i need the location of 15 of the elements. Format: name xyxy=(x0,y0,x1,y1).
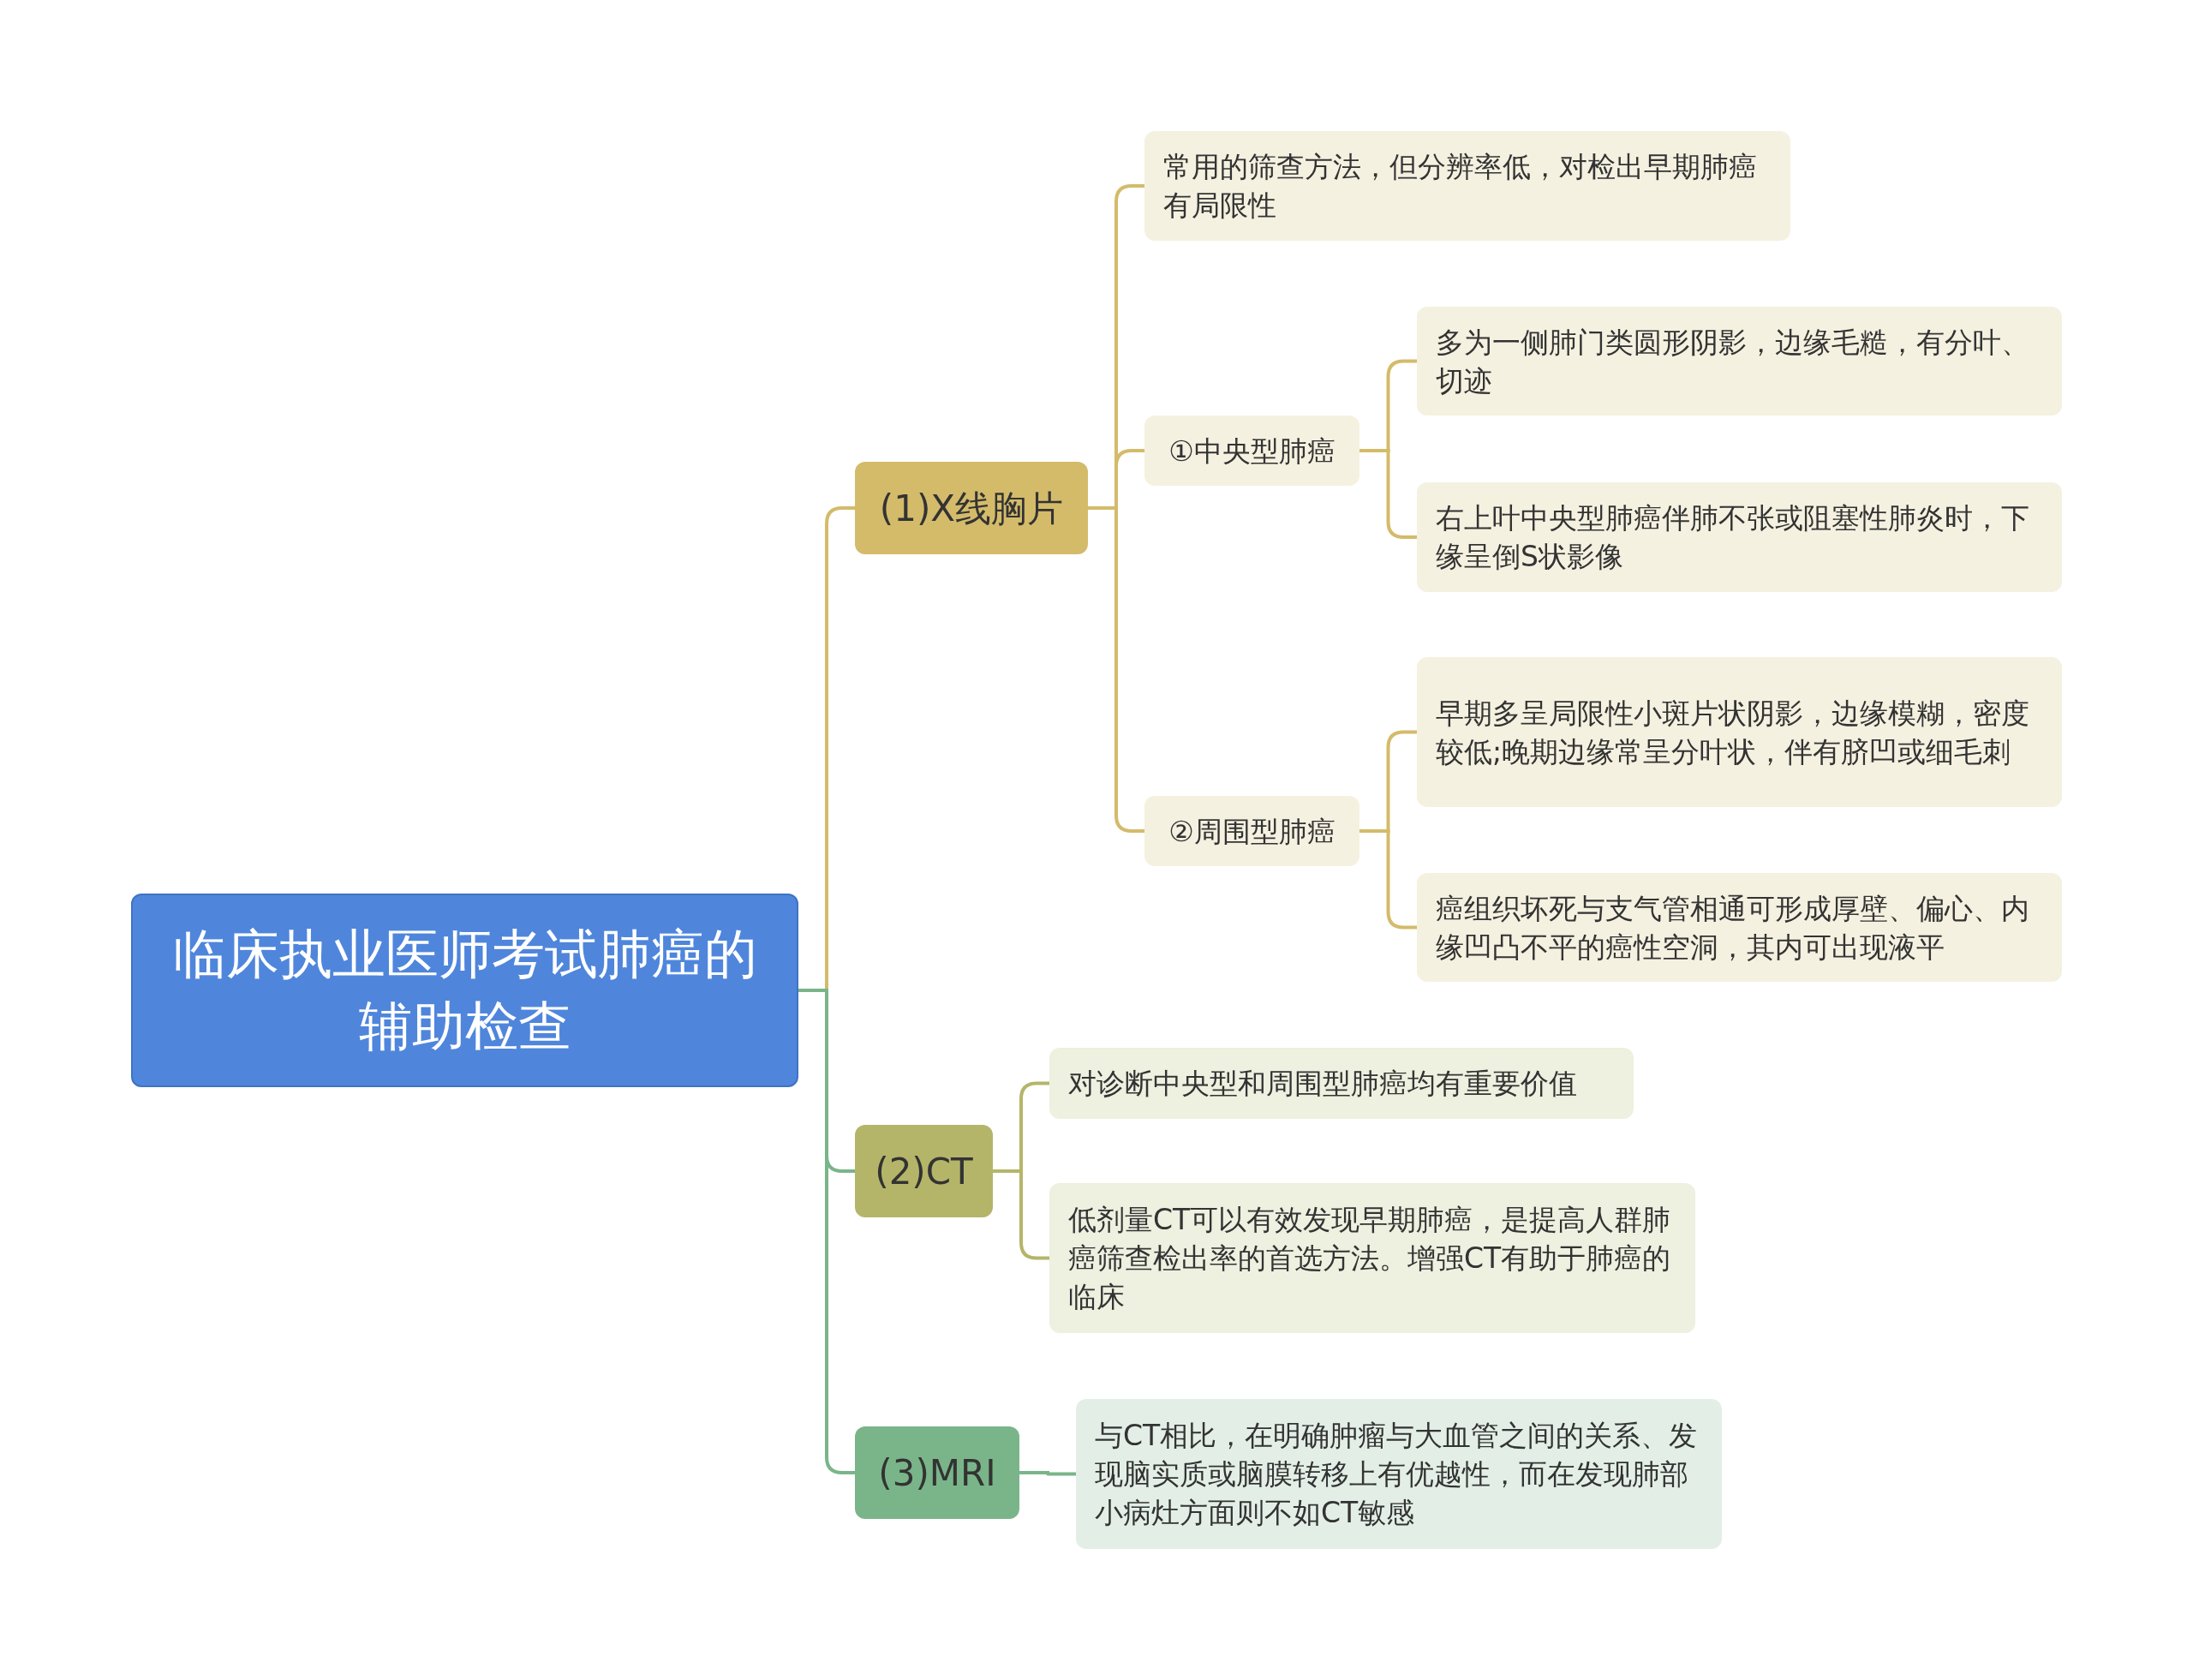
detail-box: 与CT相比，在明确肿瘤与大血管之间的关系、发现脑实质或脑膜转移上有优越性，而在发现肺部小病灶方面则不如CT敏感 xyxy=(1076,1399,1722,1549)
subtopic-box: ②周围型肺癌 xyxy=(1144,796,1359,866)
detail-box: 低剂量CT可以有效发现早期肺癌，是提高人群肺癌筛查检出率的首选方法。增强CT有助于肺癌的临床 xyxy=(1049,1183,1695,1333)
detail-box: 常用的筛查方法，但分辨率低，对检出早期肺癌有局限性 xyxy=(1144,131,1790,241)
detail-box: 癌组织坏死与支气管相通可形成厚壁、偏心、内缘凹凸不平的癌性空洞，其内可出现液平 xyxy=(1417,873,2062,982)
connector-line xyxy=(1019,1471,1076,1476)
subtopic-box: ①中央型肺癌 xyxy=(1144,416,1359,486)
branch-box: (2)CT xyxy=(855,1125,993,1217)
detail-box: 多为一侧肺门类圆形阴影，边缘毛糙，有分叶、切迹 xyxy=(1417,307,2062,416)
detail-box: 对诊断中央型和周围型肺癌均有重要价值 xyxy=(1049,1048,1634,1119)
detail-box: 早期多呈局限性小斑片状阴影，边缘模糊，密度较低;晚期边缘常呈分叶状，伴有脐凹或细毛刺 xyxy=(1417,657,2062,807)
branch-box: (3)MRI xyxy=(855,1426,1019,1519)
detail-box: 右上叶中央型肺癌伴肺不张或阻塞性肺炎时，下缘呈倒S状影像 xyxy=(1417,482,2062,592)
root-topic-box: 临床执业医师考试肺癌的辅助检查 xyxy=(131,894,798,1087)
branch-box: (1)X线胸片 xyxy=(855,462,1088,554)
